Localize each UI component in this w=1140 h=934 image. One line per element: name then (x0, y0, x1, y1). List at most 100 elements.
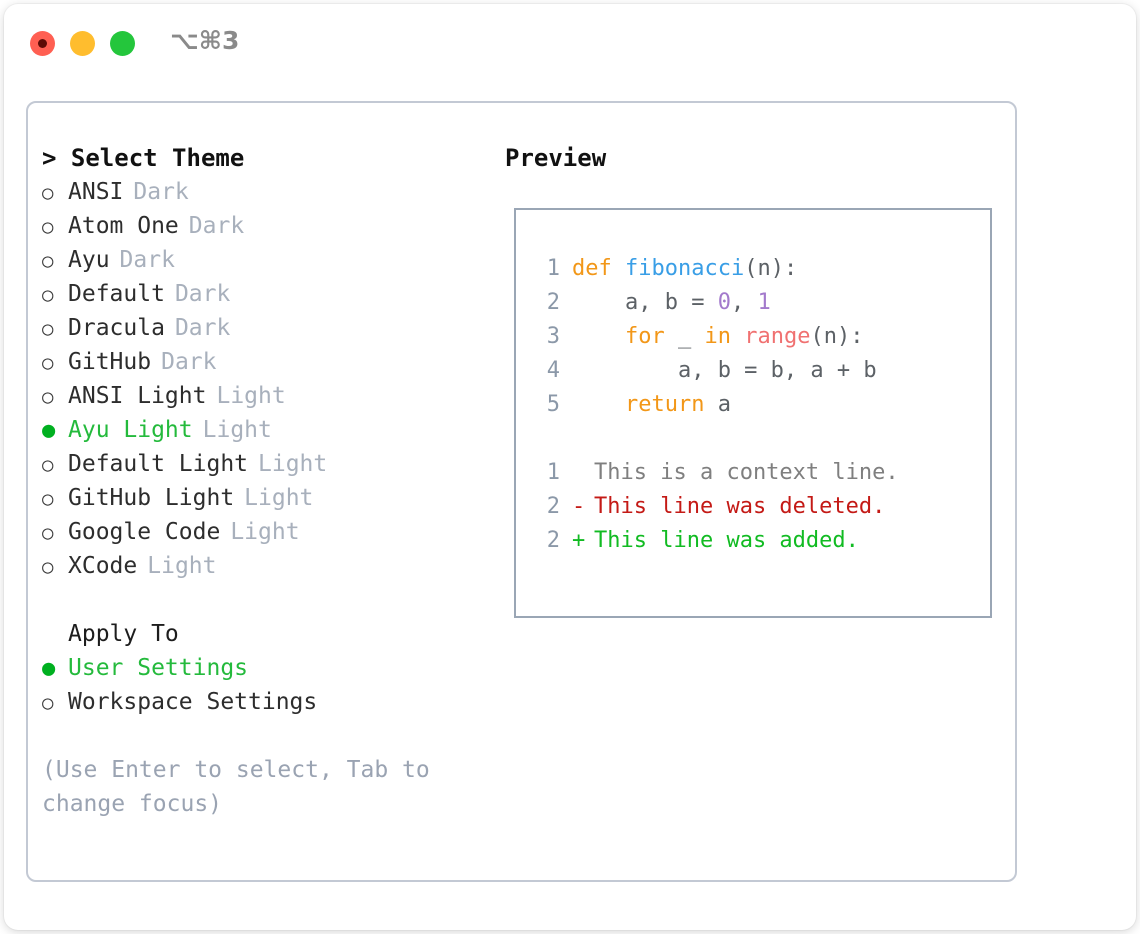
code-token: def (572, 256, 625, 281)
line-number: 3 (546, 324, 560, 349)
code-token: range (744, 324, 811, 349)
theme-kind-label: Dark (161, 349, 217, 375)
code-line: 4 a, b = b, a + b (526, 354, 986, 388)
diff-text: This is a context line. (572, 456, 899, 490)
radio-unselected-icon[interactable]: ○ (42, 692, 54, 714)
code-token: (n): (810, 324, 864, 349)
theme-kind-label: Light (258, 451, 328, 477)
code-text: def fibonacci(n): (572, 252, 797, 286)
code-token: return (624, 392, 705, 417)
diff-sign: + (572, 528, 586, 553)
preview-title: Preview (505, 144, 607, 172)
radio-unselected-icon[interactable]: ○ (42, 352, 54, 374)
diff-sign (572, 456, 594, 490)
code-text: a, b = 0, 1 (572, 286, 771, 320)
code-token (572, 324, 625, 349)
diff-line: 2 -This line was deleted. (526, 490, 986, 524)
minimize-button[interactable] (70, 31, 95, 56)
theme-name-label: Atom One (68, 213, 179, 239)
radio-unselected-icon[interactable]: ○ (42, 386, 54, 408)
apply-to-option[interactable]: ○ Workspace Settings (42, 685, 492, 719)
apply-to-option[interactable]: ●User Settings (42, 651, 492, 685)
theme-list-item[interactable]: ○ Dracula Dark (42, 311, 492, 345)
theme-name-label: ANSI (68, 179, 124, 205)
code-spacer (526, 422, 986, 456)
theme-list-item[interactable]: ○ ANSI Light Light (42, 379, 492, 413)
theme-kind-label: Light (244, 485, 314, 511)
radio-unselected-icon[interactable]: ○ (42, 182, 54, 204)
apply-to-list[interactable]: ●User Settings ○ Workspace Settings (42, 651, 492, 719)
diff-text: -This line was deleted. (572, 490, 885, 524)
theme-list-item[interactable]: ○ Ayu Dark (42, 243, 492, 277)
line-number: 5 (546, 392, 560, 417)
code-token: a (704, 392, 731, 417)
theme-kind-label: Dark (119, 247, 175, 273)
theme-name-label: Default Light (68, 451, 249, 477)
code-token: fibonacci (624, 256, 745, 281)
line-number: 1 (546, 460, 560, 485)
close-button[interactable] (30, 31, 55, 56)
code-text: for _ in range(n): (572, 320, 863, 354)
theme-list-item[interactable]: ○ Google Code Light (42, 515, 492, 549)
line-number: 2 (546, 494, 560, 519)
code-token: 1 (757, 290, 771, 315)
diff-content: This is a context line. (594, 460, 899, 485)
theme-list-item[interactable]: ○ Default Light Light (42, 447, 492, 481)
radio-selected-icon[interactable]: ● (42, 656, 56, 681)
title-bar: ⌥⌘3 (4, 4, 1136, 78)
diff-line: 2 + This line was added. (526, 524, 986, 558)
theme-name-label: XCode (68, 553, 138, 579)
theme-name-label: Default (68, 281, 165, 307)
code-token (572, 392, 625, 417)
radio-unselected-icon[interactable]: ○ (42, 454, 54, 476)
code-text: return a (572, 388, 731, 422)
diff-content: This line was added. (594, 528, 859, 553)
code-token: , (730, 290, 758, 315)
code-line: 5 return a (526, 388, 986, 422)
theme-kind-label: Dark (188, 213, 245, 239)
radio-unselected-icon[interactable]: ○ (42, 522, 54, 544)
theme-name-label: Google Code (68, 519, 221, 545)
theme-list-item[interactable]: ○ Atom One Dark (42, 209, 492, 243)
radio-selected-icon[interactable]: ● (42, 418, 56, 443)
apply-to-section: Apply To ●User Settings○Workspace Settin… (42, 617, 492, 719)
theme-name-label: ANSI Light (68, 383, 207, 409)
line-number: 2 (546, 290, 560, 315)
code-token: in (704, 324, 731, 349)
theme-kind-label: Light (230, 519, 300, 545)
radio-unselected-icon[interactable]: ○ (42, 216, 54, 238)
code-line: 2 a, b = 0, 1 (526, 286, 986, 320)
radio-unselected-icon[interactable]: ○ (42, 488, 54, 510)
code-token: a, b = b, a + b (572, 358, 877, 383)
theme-name-label: Dracula (68, 315, 165, 341)
theme-kind-label: Dark (174, 315, 231, 341)
radio-unselected-icon[interactable]: ○ (42, 284, 54, 306)
code-line: 1 def fibonacci(n): (526, 252, 986, 286)
radio-unselected-icon[interactable]: ○ (42, 250, 54, 272)
radio-unselected-icon[interactable]: ○ (42, 556, 54, 578)
apply-to-label: Workspace Settings (68, 689, 318, 715)
line-number: 2 (546, 528, 560, 553)
theme-kind-label: Light (216, 383, 286, 409)
line-number: 1 (546, 256, 560, 281)
radio-unselected-icon[interactable]: ○ (42, 318, 54, 340)
maximize-button[interactable] (110, 31, 135, 56)
code-token: _ (664, 324, 705, 349)
theme-name-label: Ayu (68, 247, 110, 273)
line-number: 4 (546, 358, 560, 383)
theme-name-label: Ayu Light (68, 417, 193, 443)
diff-text: + This line was added. (572, 524, 859, 558)
diff-sign: - (572, 494, 586, 519)
